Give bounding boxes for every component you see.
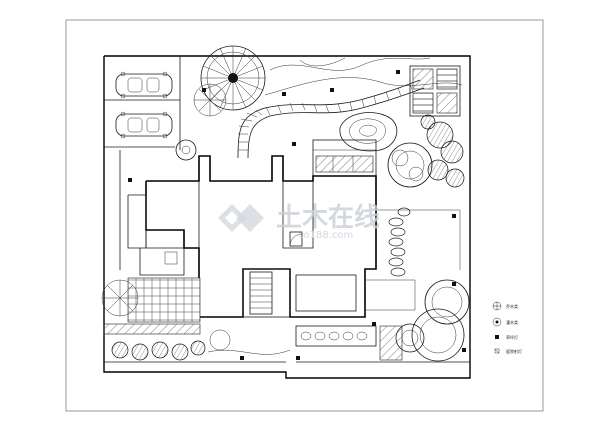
feature-tree bbox=[387, 142, 433, 188]
lamp-symbol-icon bbox=[495, 335, 499, 339]
legend-item: 乔木类 bbox=[492, 301, 518, 311]
parking-area bbox=[104, 56, 197, 161]
car-icon bbox=[115, 111, 173, 139]
legend-label: 草坪灯 bbox=[506, 334, 518, 340]
lawn-edge bbox=[376, 209, 461, 270]
shrub-symbol-icon bbox=[492, 317, 502, 327]
lamp-markers bbox=[128, 70, 466, 360]
tree-group bbox=[395, 279, 470, 362]
lawn-edge bbox=[365, 279, 416, 311]
legend-item: 庭院射灯 bbox=[494, 348, 522, 354]
legend-item: 草坪灯 bbox=[495, 334, 518, 340]
pond bbox=[339, 112, 398, 152]
watermark-logo-icon bbox=[218, 204, 264, 232]
legend-label: 灌木类 bbox=[506, 319, 518, 325]
site-boundary bbox=[103, 55, 471, 379]
wooden-deck bbox=[409, 65, 461, 117]
large-tree-canopy bbox=[200, 45, 266, 111]
shrub-row bbox=[111, 329, 231, 361]
legend: 乔木类 灌木类 草坪灯 庭院射灯 bbox=[492, 301, 522, 354]
house-footprint bbox=[127, 155, 377, 318]
stepping-stone-path bbox=[237, 79, 425, 159]
bottom-hedge bbox=[295, 325, 403, 361]
paved-terrace bbox=[103, 277, 201, 335]
palm-tree bbox=[101, 279, 139, 317]
pergola bbox=[312, 139, 377, 177]
legend-label: 乔木类 bbox=[506, 303, 518, 309]
palm-tree bbox=[193, 83, 227, 117]
legend-item: 灌木类 bbox=[492, 317, 518, 327]
lawn-edge bbox=[299, 57, 346, 67]
tree-symbol-icon bbox=[492, 301, 502, 311]
car-icon bbox=[115, 71, 173, 99]
legend-label: 庭院射灯 bbox=[506, 348, 522, 354]
stepping-stones bbox=[388, 207, 411, 277]
shrub-cluster bbox=[420, 114, 465, 188]
watermark-url: co188.com bbox=[298, 230, 353, 241]
lawn-edge bbox=[269, 57, 431, 71]
watermark-logo-text: 土木在线 bbox=[276, 203, 380, 233]
watermark: 土木在线 co188.com bbox=[218, 203, 380, 241]
drawing-border bbox=[65, 19, 544, 412]
lawn-edge bbox=[207, 349, 291, 355]
staircase bbox=[249, 271, 273, 315]
round-planter bbox=[175, 139, 197, 161]
spotlight-symbol-icon bbox=[494, 348, 500, 354]
